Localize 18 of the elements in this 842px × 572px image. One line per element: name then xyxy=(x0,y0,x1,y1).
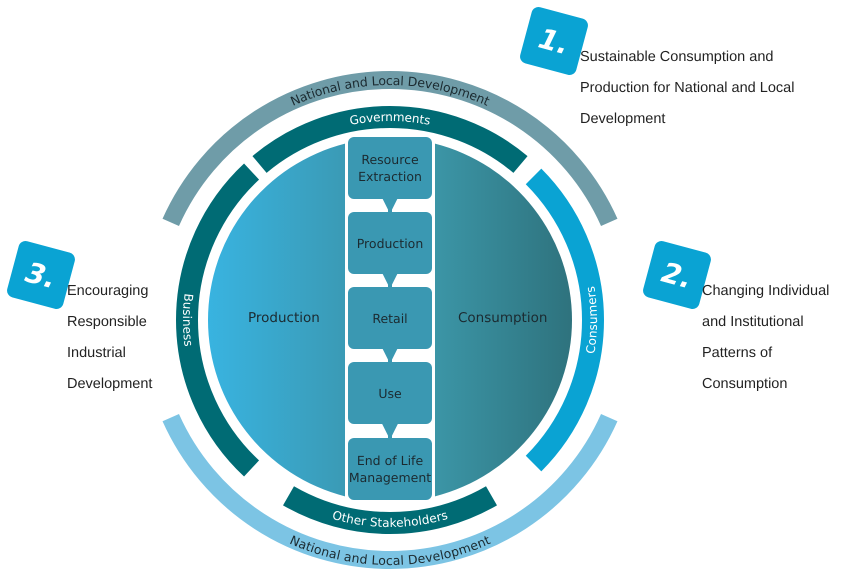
stage-box xyxy=(348,287,432,349)
stage-label: Resource Extraction xyxy=(357,151,423,185)
arrow xyxy=(382,424,398,440)
arrow xyxy=(382,348,398,364)
stage-box xyxy=(348,362,432,424)
stage-box xyxy=(348,212,432,274)
stage-box xyxy=(348,137,432,199)
arc-label: Other Stakeholders xyxy=(330,508,450,530)
stage-label: End of Life Management xyxy=(348,452,432,486)
section-label: Production xyxy=(248,310,320,326)
stage-label: Production xyxy=(356,234,424,252)
arrow xyxy=(382,198,398,214)
stage-label: Retail xyxy=(372,310,408,326)
arrow xyxy=(382,272,398,289)
section-label: Consumption xyxy=(458,310,548,326)
arc-label: Governments xyxy=(348,110,432,128)
stage-box xyxy=(348,438,432,500)
stage-label: Use xyxy=(378,384,402,402)
